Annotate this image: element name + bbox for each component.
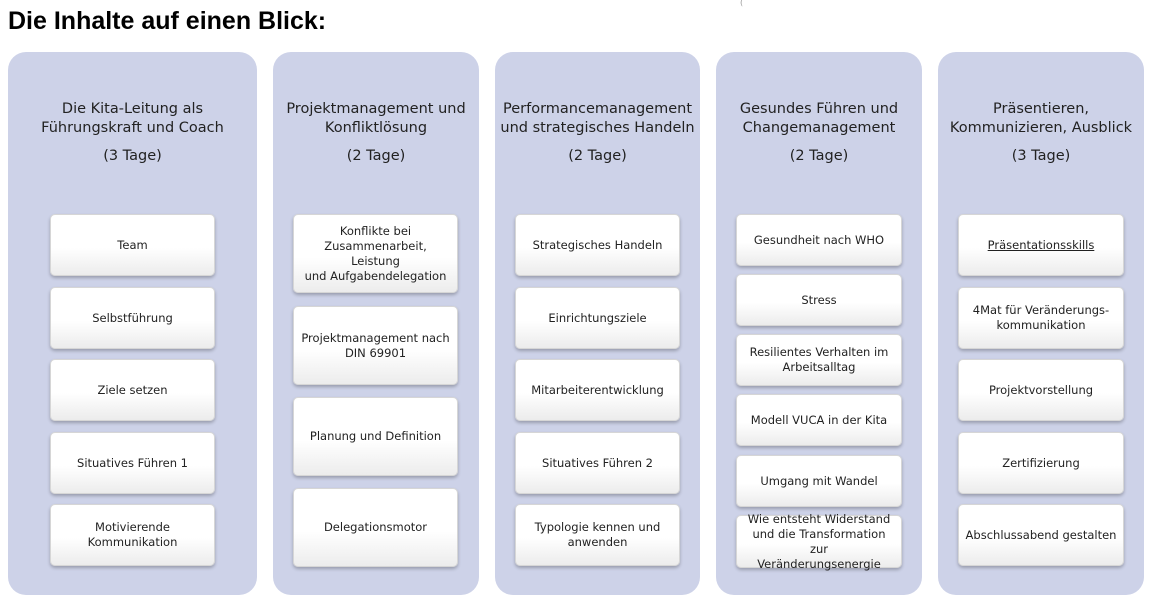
topic-box: Mitarbeiterentwicklung bbox=[515, 359, 680, 421]
topic-box: Strategisches Handeln bbox=[515, 214, 680, 276]
module-column-4: Gesundes Führen und Changemanagement (2 … bbox=[716, 52, 922, 595]
topic-box: Projektvorstellung bbox=[958, 359, 1124, 421]
module-title: Projektmanagement und Konfliktlösung bbox=[286, 101, 466, 136]
topic-box: Situatives Führen 2 bbox=[515, 432, 680, 494]
topic-label: Resilientes Verhalten im Arbeitsalltag bbox=[749, 345, 889, 374]
module-column-1: Die Kita-Leitung als Führungskraft und C… bbox=[8, 52, 257, 595]
module-title: Die Kita-Leitung als Führungskraft und C… bbox=[41, 101, 224, 136]
topic-box: Ziele setzen bbox=[50, 359, 215, 421]
topic-box: 4Mat für Veränderungs- kommunikation bbox=[958, 287, 1124, 349]
topic-box: Gesundheit nach WHO bbox=[736, 214, 902, 266]
topic-label: Situatives Führen 2 bbox=[542, 455, 653, 470]
topic-box: Präsentationsskills bbox=[958, 214, 1124, 276]
topic-label: Projektvorstellung bbox=[988, 382, 1094, 397]
topic-label: Motivierende Kommunikation bbox=[87, 520, 178, 549]
topic-label: Modell VUCA in der Kita bbox=[750, 412, 888, 427]
topic-label: Gesundheit nach WHO bbox=[753, 232, 885, 247]
topic-label: Typologie kennen und anwenden bbox=[534, 520, 661, 549]
module-title: Gesundes Führen und Changemanagement bbox=[739, 101, 899, 136]
topic-box: Einrichtungsziele bbox=[515, 287, 680, 349]
topic-box: Konflikte bei Zusammenarbeit, Leistung u… bbox=[293, 214, 458, 293]
module-title: Performancemanagement und strategisches … bbox=[500, 101, 695, 136]
module-duration: (3 Tage) bbox=[103, 148, 162, 164]
topic-label: Projektmanagement nach DIN 69901 bbox=[301, 330, 450, 360]
topic-box: Stress bbox=[736, 274, 902, 326]
page-title: Die Inhalte auf einen Blick: bbox=[8, 7, 327, 35]
module-duration: (3 Tage) bbox=[1011, 148, 1071, 164]
topic-label: Ziele setzen bbox=[97, 382, 168, 397]
topic-label: Präsentationsskills bbox=[987, 237, 1095, 252]
topic-label: Einrichtungsziele bbox=[548, 310, 647, 325]
topic-label: Team bbox=[117, 237, 148, 252]
topic-box: Team bbox=[50, 214, 215, 276]
topic-box: Projektmanagement nach DIN 69901 bbox=[293, 306, 458, 385]
topic-box: Umgang mit Wandel bbox=[736, 455, 902, 507]
topic-box: Selbstführung bbox=[50, 287, 215, 349]
module-duration: (2 Tage) bbox=[568, 148, 627, 164]
module-title: Präsentieren, Kommunizieren, Ausblick bbox=[949, 101, 1133, 136]
topic-label: Mitarbeiterentwicklung bbox=[531, 382, 664, 397]
topic-label: Selbstführung bbox=[92, 310, 173, 325]
topic-box: Modell VUCA in der Kita bbox=[736, 394, 902, 446]
topic-label: Wie entsteht Widerstand und die Transfor… bbox=[747, 511, 891, 571]
topic-label: Umgang mit Wandel bbox=[760, 473, 878, 488]
topic-label: Abschlussabend gestalten bbox=[965, 527, 1117, 542]
stray-mark: ( bbox=[740, 0, 744, 7]
topic-box: Abschlussabend gestalten bbox=[958, 504, 1124, 566]
topic-box: Resilientes Verhalten im Arbeitsalltag bbox=[736, 334, 902, 386]
module-column-3: Performancemanagement und strategisches … bbox=[495, 52, 700, 595]
topic-box: Typologie kennen und anwenden bbox=[515, 504, 680, 566]
topic-label: Zertifizierung bbox=[1002, 455, 1080, 470]
topic-label: Konflikte bei Zusammenarbeit, Leistung u… bbox=[304, 223, 447, 283]
topic-box: Zertifizierung bbox=[958, 432, 1124, 494]
module-duration: (2 Tage) bbox=[346, 148, 406, 164]
topic-label: Situatives Führen 1 bbox=[77, 455, 188, 470]
module-column-2: Projektmanagement und Konfliktlösung (2 … bbox=[273, 52, 479, 595]
topic-label: Planung und Definition bbox=[309, 429, 442, 443]
topic-label: Stress bbox=[801, 292, 837, 307]
topic-label: 4Mat für Veränderungs- kommunikation bbox=[972, 303, 1110, 332]
topic-box: Planung und Definition bbox=[293, 397, 458, 476]
topic-label: Strategisches Handeln bbox=[532, 237, 663, 252]
topic-box: Situatives Führen 1 bbox=[50, 432, 215, 494]
module-column-5: Präsentieren, Kommunizieren, Ausblick (3… bbox=[938, 52, 1144, 595]
module-duration: (2 Tage) bbox=[789, 148, 849, 164]
topic-box: Delegationsmotor bbox=[293, 488, 458, 567]
topic-box: Motivierende Kommunikation bbox=[50, 504, 215, 566]
topic-label: Delegationsmotor bbox=[323, 520, 428, 534]
topic-box: Wie entsteht Widerstand und die Transfor… bbox=[736, 512, 902, 571]
